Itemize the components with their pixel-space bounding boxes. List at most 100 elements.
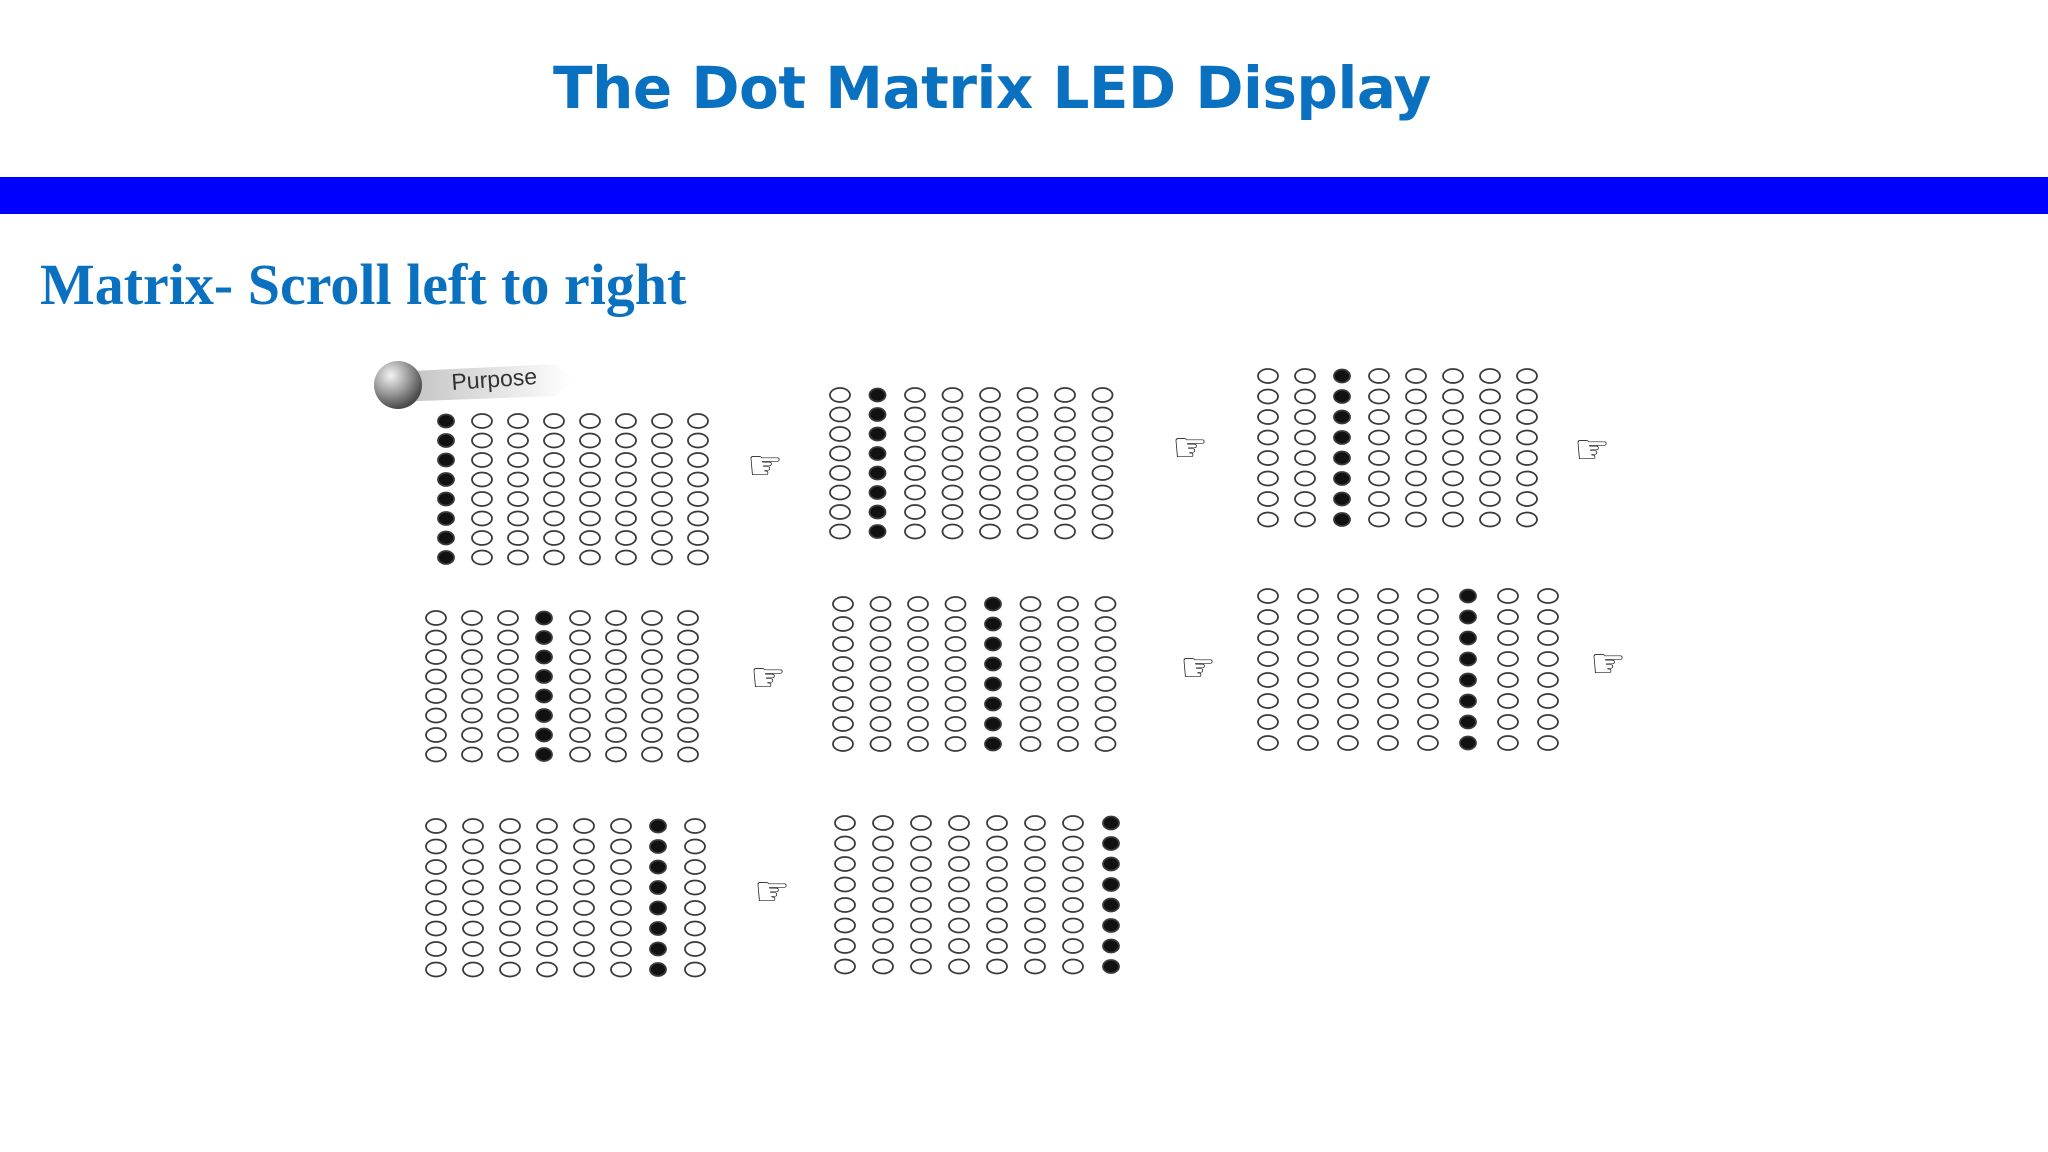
lit-led-dot	[535, 747, 553, 762]
led-dot	[941, 426, 964, 442]
led-dot	[425, 668, 447, 685]
lit-led-dot	[649, 818, 667, 834]
led-dot	[832, 676, 854, 692]
led-dot	[497, 707, 519, 724]
led-dot	[687, 491, 709, 507]
led-dot	[462, 941, 484, 957]
lit-led-dot	[1459, 588, 1477, 604]
led-dot	[677, 649, 699, 665]
led-dot	[1337, 651, 1359, 667]
led-dot	[1377, 609, 1399, 625]
led-dot	[1257, 672, 1279, 688]
led-dot	[1497, 651, 1519, 667]
led-dot	[907, 716, 929, 732]
led-dot	[979, 445, 1001, 462]
led-dot	[1405, 511, 1427, 528]
led-dot	[425, 688, 447, 704]
led-dot	[829, 406, 851, 423]
led-dot	[1442, 429, 1464, 446]
led-dot	[1405, 450, 1427, 466]
led-dot	[1368, 491, 1390, 507]
led-dot	[641, 668, 663, 685]
led-dot	[1016, 387, 1039, 403]
led-dot	[1497, 672, 1519, 688]
lit-led-dot	[1459, 609, 1477, 625]
led-dot	[1497, 588, 1519, 604]
led-dot	[1479, 429, 1501, 446]
led-dot	[1094, 596, 1117, 612]
led-dot	[872, 897, 894, 913]
led-dot	[425, 707, 447, 724]
led-dot	[536, 859, 558, 875]
led-dot	[1094, 676, 1117, 692]
led-dot	[1368, 368, 1390, 384]
lit-led-dot	[868, 485, 887, 500]
led-dot	[1019, 736, 1042, 752]
lit-led-dot	[868, 387, 887, 403]
lit-led-dot	[984, 616, 1002, 632]
led-dot	[872, 835, 894, 852]
led-dot	[910, 917, 932, 934]
led-dot	[461, 727, 483, 743]
led-dot	[543, 549, 565, 566]
led-dot	[1377, 735, 1399, 751]
led-dot	[497, 668, 519, 685]
led-dot	[1479, 470, 1501, 487]
led-dot	[651, 510, 673, 527]
led-dot	[687, 510, 709, 527]
lit-led-dot	[437, 491, 455, 507]
lit-led-dot	[535, 630, 553, 645]
lit-led-dot	[535, 669, 553, 684]
led-dot	[1054, 387, 1076, 403]
lit-led-dot	[1102, 815, 1120, 831]
led-dot	[1337, 735, 1359, 751]
led-dot	[651, 491, 673, 507]
led-dot	[573, 941, 595, 957]
led-dot	[941, 406, 964, 423]
led-dot	[1516, 450, 1538, 466]
lit-led-dot	[984, 676, 1002, 692]
led-dot	[1297, 693, 1319, 709]
led-dot	[941, 465, 964, 481]
led-dot	[425, 610, 447, 626]
led-dot	[834, 835, 856, 852]
led-dot	[687, 452, 709, 468]
led-dot	[471, 452, 493, 468]
led-dot	[832, 696, 854, 712]
led-dot	[1368, 388, 1390, 405]
sphere-icon	[374, 361, 422, 409]
led-dot	[1062, 917, 1084, 934]
lit-led-dot	[1102, 918, 1120, 933]
led-dot	[832, 596, 854, 612]
led-dot	[641, 649, 663, 665]
led-dot	[462, 879, 484, 896]
led-dot	[471, 432, 493, 449]
led-dot	[507, 530, 529, 546]
lit-led-dot	[868, 465, 887, 481]
led-dot	[461, 746, 483, 763]
led-dot	[687, 471, 709, 488]
led-dot	[1016, 504, 1039, 520]
led-dot	[569, 707, 591, 724]
led-dot	[425, 900, 447, 916]
led-dot	[1368, 470, 1390, 487]
led-dot	[651, 471, 673, 488]
lit-led-dot	[1333, 491, 1351, 507]
led-dot	[869, 636, 892, 652]
led-dot	[687, 413, 709, 429]
led-dot	[677, 610, 699, 626]
led-dot	[834, 876, 856, 893]
led-dot	[1057, 636, 1079, 652]
led-dot	[1337, 693, 1359, 709]
led-dot	[1257, 588, 1279, 604]
led-dot	[425, 838, 447, 855]
led-dot	[1094, 716, 1117, 732]
led-dot	[1019, 676, 1042, 692]
led-dot	[651, 549, 673, 566]
led-dot	[461, 707, 483, 724]
led-dot	[986, 917, 1008, 934]
led-dot	[1297, 735, 1319, 751]
led-dot	[948, 815, 970, 831]
lit-led-dot	[1102, 897, 1120, 913]
led-dot	[425, 649, 447, 665]
